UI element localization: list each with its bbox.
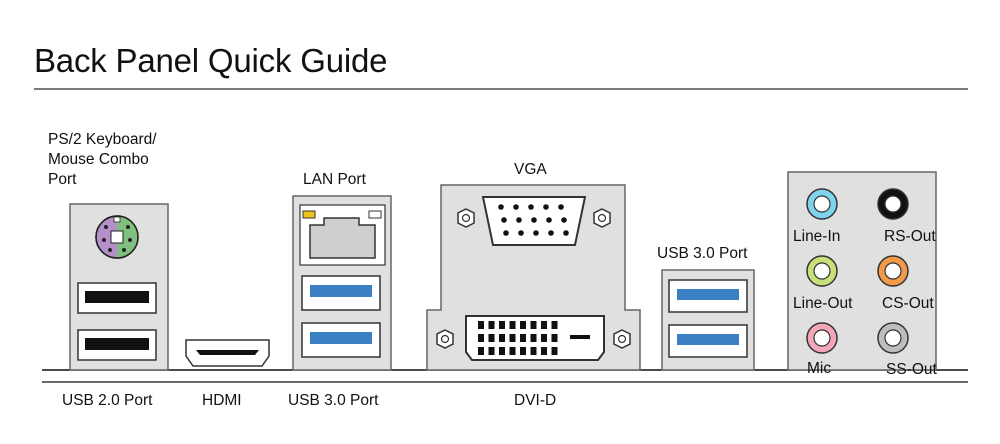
dvi-pin <box>478 321 484 329</box>
audio-label: Line-In <box>793 228 840 245</box>
audio-jack-line-out <box>806 255 838 287</box>
usb30-right-block <box>661 269 755 371</box>
dvi-pin <box>541 334 547 342</box>
dvi-pin <box>551 334 558 342</box>
dvi-pin <box>488 321 495 329</box>
audio-jack-mic <box>806 322 838 354</box>
dvi-pin <box>530 321 537 329</box>
dvi-pin <box>530 334 537 342</box>
label-ps2-port: PS/2 Keyboard/ Mouse Combo Port <box>48 131 157 188</box>
page-title: Back Panel Quick Guide <box>34 42 388 79</box>
usb30-port-icon <box>301 322 381 358</box>
dvi-pin <box>478 347 484 355</box>
label-usb20-port: USB 2.0 Port <box>62 392 153 409</box>
audio-label: CS-Out <box>882 295 934 312</box>
label-vga: VGA <box>514 161 547 178</box>
audio-label: SS-Out <box>886 361 938 378</box>
dvi-pin <box>488 334 495 342</box>
audio-label: Line-Out <box>793 295 853 312</box>
dvi-pin <box>530 347 537 355</box>
dvi-pin <box>499 334 505 342</box>
dvi-pin <box>509 321 516 329</box>
audio-label: RS-Out <box>884 228 936 245</box>
dvi-pin <box>499 321 505 329</box>
dvi-pin <box>541 321 547 329</box>
dvi-pin <box>520 347 526 355</box>
label-dvi-d: DVI-D <box>514 392 557 409</box>
hdmi-port-icon <box>185 339 270 367</box>
usb20-port-icon <box>77 282 157 314</box>
dvi-pin <box>488 347 495 355</box>
vga-port-icon <box>457 196 611 246</box>
ps2-usb20-block <box>69 203 169 371</box>
dvi-pin <box>520 334 526 342</box>
dvi-pin <box>541 347 547 355</box>
dvi-d-port-icon <box>436 315 631 361</box>
label-usb30-bottom: USB 3.0 Port <box>288 392 379 409</box>
usb30-port-icon <box>301 275 381 311</box>
title-divider <box>34 88 968 90</box>
dvi-pin <box>499 347 505 355</box>
dvi-pin <box>509 334 516 342</box>
dvi-pin <box>551 347 558 355</box>
vga-dvi-block <box>426 184 641 371</box>
lan-usb30-block <box>292 195 392 371</box>
audio-jack-rs-out <box>877 188 909 220</box>
audio-label: Mic <box>807 360 831 377</box>
label-hdmi: HDMI <box>202 392 242 409</box>
ps2-combo-port-icon <box>95 215 139 259</box>
audio-jack-cs-out <box>877 255 909 287</box>
label-usb30-right: USB 3.0 Port <box>657 245 748 262</box>
dvi-pin <box>509 347 516 355</box>
dvi-pin <box>551 321 558 329</box>
dvi-pin <box>478 334 484 342</box>
label-lan-port: LAN Port <box>303 171 366 188</box>
usb30-port-icon <box>668 324 748 358</box>
usb30-port-icon <box>668 279 748 313</box>
audio-jack-line-in <box>806 188 838 220</box>
dvi-pin <box>520 321 526 329</box>
audio-jack-ss-out <box>877 322 909 354</box>
lan-port-icon <box>299 204 386 266</box>
usb20-port-icon <box>77 329 157 361</box>
